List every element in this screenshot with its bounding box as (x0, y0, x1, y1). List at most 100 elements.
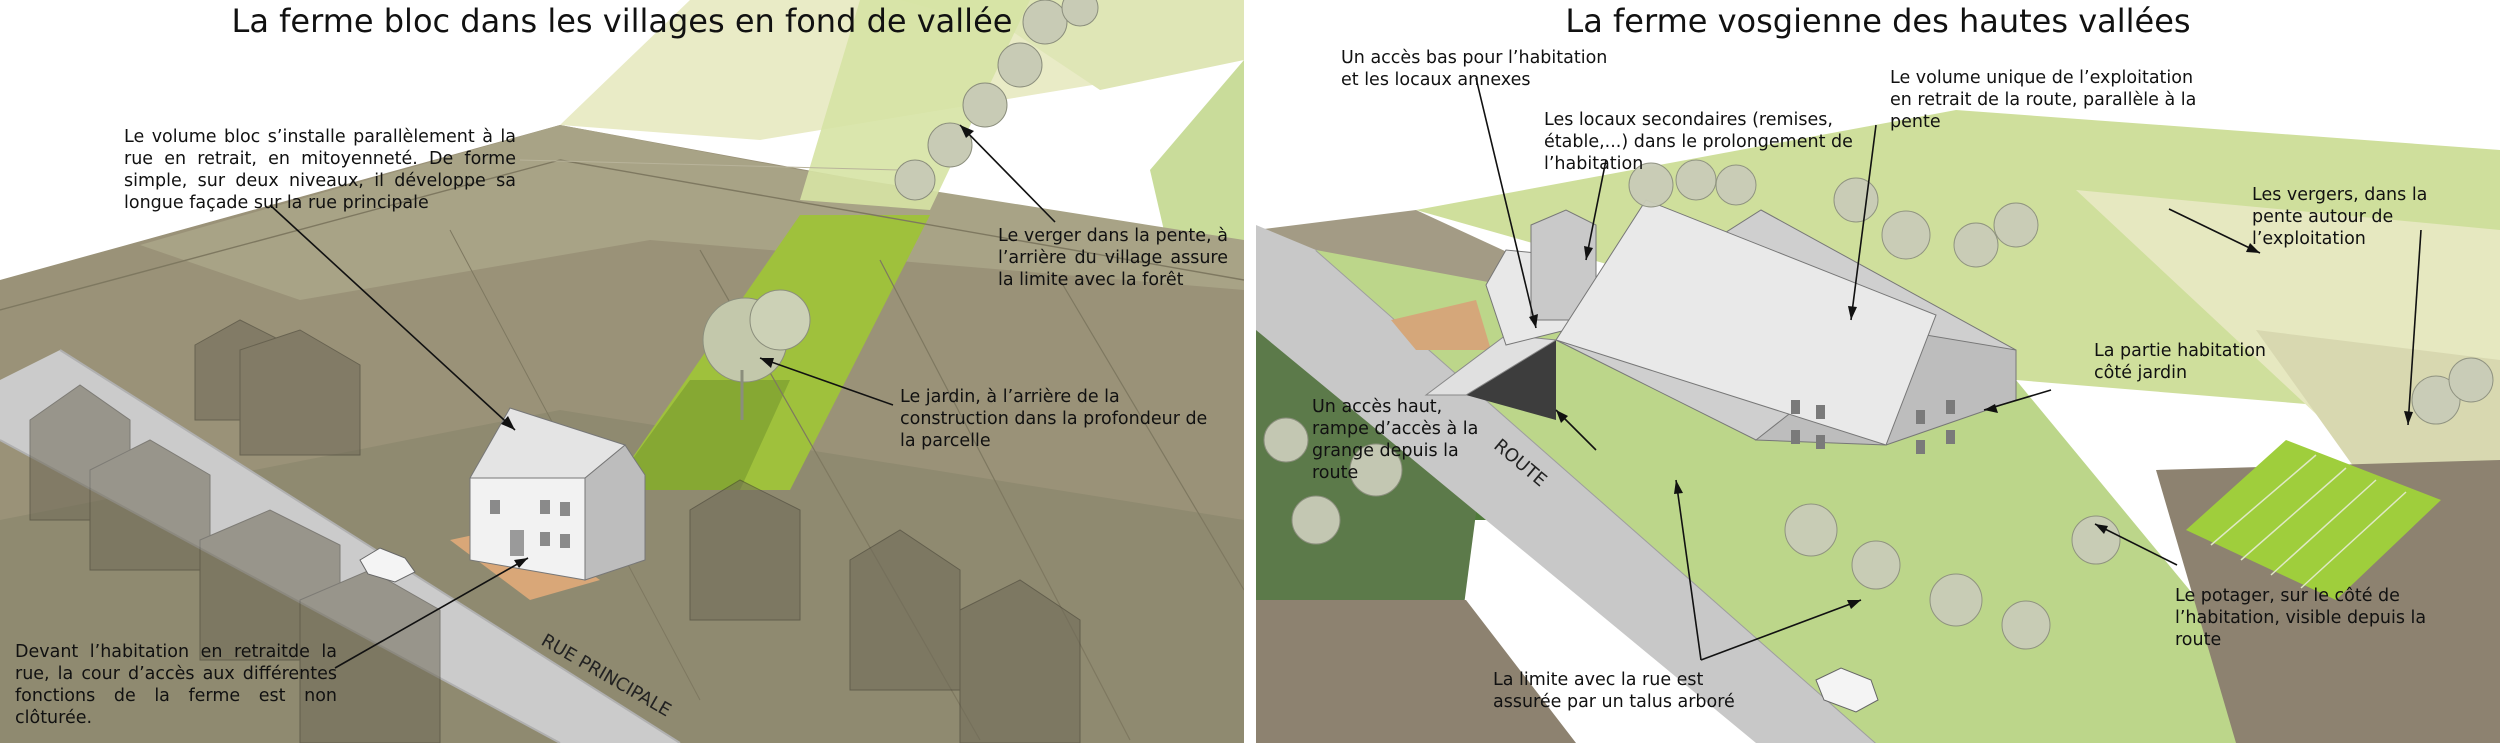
garden-strip-shade (610, 380, 790, 490)
annotation-limite-rue: La limite avec la rue est assurée par un… (1493, 670, 1735, 712)
annotation-locaux-secondaires: Les locaux secondaires (remises, étable,… (1544, 110, 1853, 174)
annotation-partie-habitation: La partie habitation côté jardin (2094, 341, 2267, 383)
orchard-trees (894, 0, 1099, 201)
house-window (540, 500, 550, 514)
arrowhead (2095, 524, 2108, 534)
farm-window (1916, 440, 1925, 454)
arrow-locaux (1585, 159, 1607, 261)
right-panel-title: La ferme vosgienne des hautes vallées (1565, 2, 2191, 40)
potager (2186, 440, 2441, 600)
farm-window (1946, 430, 1955, 444)
arrow-vergers-2 (2407, 229, 2422, 426)
neighbor-house (89, 439, 211, 571)
tree-crown (1061, 0, 1099, 27)
field-line (519, 159, 901, 171)
annotation-volume-unique: Le volume unique de l’exploitation en re… (1890, 68, 2197, 132)
route (1256, 225, 1876, 743)
arrow-acces-bas (1475, 77, 1537, 329)
left-panel-title: La ferme bloc dans les villages en fond … (231, 2, 1013, 40)
road-edge (59, 349, 681, 743)
annotation-volume-bloc: Le volume bloc s’installe parallèlement … (124, 127, 516, 213)
valley-village-illustration (0, 0, 1244, 743)
tree-crown (1291, 495, 1341, 545)
farm-window (1791, 430, 1800, 444)
tree-crown (1993, 202, 2039, 248)
neighbor-house (239, 329, 361, 456)
orchard-trees (1263, 159, 2494, 650)
arrowhead (2404, 411, 2413, 425)
house-window (560, 502, 570, 516)
field-line (1059, 279, 1244, 591)
arrow-limite-1 (1675, 479, 1702, 661)
ground-lower (1256, 600, 1576, 743)
potager-row (2270, 479, 2377, 576)
car (359, 547, 416, 583)
terrain-upper-field (140, 125, 1244, 300)
tree-crown (1675, 159, 1717, 201)
field-line (0, 159, 561, 311)
farm-building (1424, 199, 2017, 454)
tree-crown (749, 289, 811, 351)
arrow-jardin (759, 357, 894, 406)
tree-crown (1628, 162, 1674, 208)
tree-crown (997, 42, 1043, 88)
farm-window (1946, 400, 1955, 414)
tree-crown (1263, 417, 1309, 463)
potager-row (2240, 467, 2347, 561)
farm-window (1816, 405, 1825, 419)
arrowhead (1984, 404, 1998, 413)
house-window (490, 500, 500, 514)
annotation-cour: Devant l’habitation en retraitde la rue,… (15, 642, 337, 728)
arrowhead (514, 558, 528, 568)
annotation-verger: Le verger dans la pente, à l’arrière du … (998, 226, 1228, 290)
tree-crown (1784, 503, 1838, 557)
vosges-farm-illustration (1256, 0, 2500, 743)
upper-field-mid (2256, 330, 2500, 470)
tree-crown (2001, 600, 2051, 650)
farm-window (1916, 410, 1925, 424)
arrowhead (1848, 306, 1857, 320)
annotation-potager: Le potager, sur le côté de l’habitation,… (2175, 586, 2427, 650)
arrowhead (960, 125, 974, 138)
neighbor-house (299, 569, 441, 743)
arrowhead (1674, 480, 1683, 494)
neighbor-house (689, 479, 801, 621)
tree-crown (2448, 357, 2494, 403)
farm-window (1816, 435, 1825, 449)
potager-row (2300, 491, 2407, 589)
tree-crown (1881, 210, 1931, 260)
arrow-verger (959, 124, 1056, 223)
tree-crown (1953, 222, 1999, 268)
annotation-acces-haut: Un accès haut, rampe d’accès à la grange… (1312, 397, 1479, 483)
right-panel: La ferme vosgienne des hautes vallées Un… (1256, 0, 2500, 743)
arrowhead (1556, 410, 1568, 423)
lower-access-path (1391, 300, 1491, 350)
tree-crown (962, 82, 1008, 128)
car-body (359, 547, 416, 583)
annotation-acces-bas: Un accès bas pour l’habitation et les lo… (1341, 48, 1608, 90)
tree-crown (927, 122, 973, 168)
farm-window (1791, 400, 1800, 414)
tree-crown (1929, 573, 1983, 627)
house-door (510, 530, 524, 556)
annotation-jardin: Le jardin, à l’arrière de la constructio… (900, 387, 1208, 451)
tree-crown (2071, 515, 2121, 565)
tree-crown (1349, 443, 1403, 497)
tree-crown (1833, 177, 1879, 223)
field-line (559, 159, 1244, 281)
arrowhead (1847, 600, 1861, 609)
tree-crown (2411, 375, 2461, 425)
house-window (540, 532, 550, 546)
tree-crown (894, 159, 936, 201)
neighbor-house (959, 579, 1081, 743)
arrow-volume (269, 204, 516, 431)
farm-ramp (1466, 340, 1556, 420)
arrow-devant (334, 557, 529, 669)
car (1815, 667, 1879, 713)
arrow-potager (2094, 523, 2178, 566)
arrowhead (760, 358, 774, 368)
neighbor-houses (29, 319, 1081, 743)
tree-crown (1715, 164, 1757, 206)
tree-crown (1022, 0, 1068, 45)
arrowhead (1584, 246, 1593, 260)
